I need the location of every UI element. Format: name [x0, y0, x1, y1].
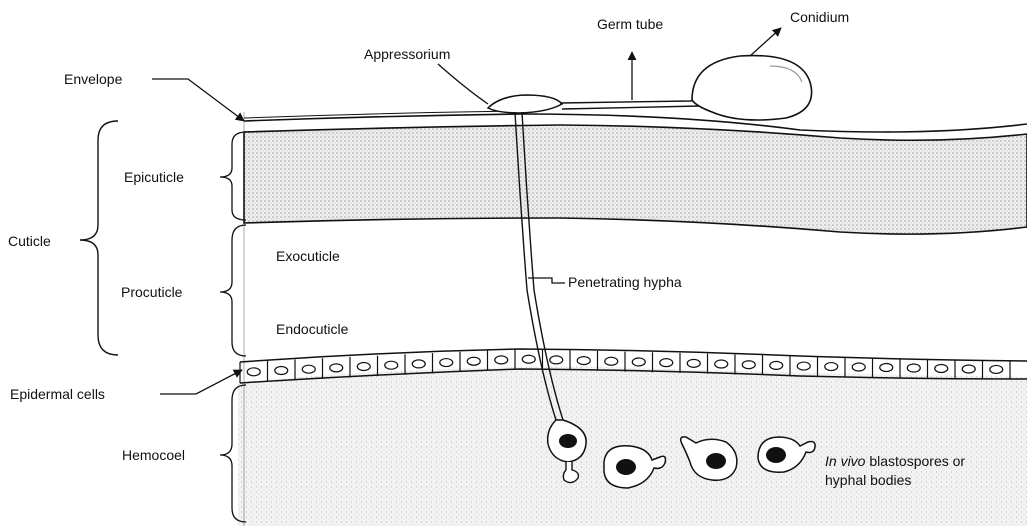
epidermal-cell-nucleus [825, 363, 838, 371]
epidermal-cell-nucleus [495, 356, 508, 364]
label-appressorium: Appressorium [364, 46, 450, 62]
epidermal-cell-nucleus [467, 357, 480, 365]
epidermal-cell-nucleus [330, 364, 343, 372]
label-blastospores-italic: In vivo [825, 453, 866, 469]
epidermal-cell-nucleus [632, 358, 645, 366]
epidermal-cell-nucleus [907, 364, 920, 372]
label-penetrating-hypha: Penetrating hypha [568, 274, 682, 290]
epicuticle-band [244, 125, 1027, 234]
epidermal-cell-nucleus [550, 356, 563, 364]
epidermal-cell-nucleus [715, 360, 728, 368]
conidium-arrow [750, 28, 781, 56]
epidermal-cell-nucleus [687, 359, 700, 367]
label-exocuticle: Exocuticle [276, 248, 340, 264]
epidermal-cell-nucleus [990, 365, 1003, 373]
epidermal-cell-nucleus [935, 364, 948, 372]
conidium-shape [692, 56, 812, 120]
epidermal-cell-nucleus [852, 363, 865, 371]
appressorium-shape [488, 95, 562, 113]
brace-procuticle [220, 225, 246, 356]
label-conidium: Conidium [790, 9, 849, 25]
label-cuticle: Cuticle [8, 233, 51, 249]
germ-tube-shape [560, 96, 700, 109]
label-blastospores: In vivo blastospores or [825, 453, 965, 469]
label-germ-tube: Germ tube [597, 16, 663, 32]
appressorium-leader [438, 64, 488, 104]
label-hyphal-bodies: hyphal bodies [825, 472, 911, 488]
epidermal-cell-nucleus [357, 363, 370, 371]
brace-cuticle [80, 121, 118, 355]
epidermal-cell-nucleus [742, 361, 755, 369]
epidermal-cell-nucleus [247, 368, 260, 376]
epidermal-cell-nucleus [522, 355, 535, 363]
label-hemocoel: Hemocoel [122, 447, 185, 463]
epidermal-cell-nucleus [275, 367, 288, 375]
epidermal-cell-nucleus [577, 357, 590, 365]
epidermal-cell-nucleus [962, 365, 975, 373]
epidermal-cell-nucleus [660, 359, 673, 367]
label-epicuticle: Epicuticle [124, 169, 184, 185]
envelope-arrow [152, 79, 244, 121]
epidermal-cell-nucleus [440, 359, 453, 367]
epidermal-cell-nucleus [880, 364, 893, 372]
epidermal-cell-nucleus [385, 361, 398, 369]
label-envelope: Envelope [64, 71, 123, 87]
label-blastospores-rest: blastospores or [865, 453, 965, 469]
epidermal-cell-nucleus [605, 357, 618, 365]
label-endocuticle: Endocuticle [276, 321, 349, 337]
epidermal-cell-nucleus [797, 362, 810, 370]
epidermal-cell-nucleus [412, 360, 425, 368]
epidermal-cell-nucleus [770, 361, 783, 369]
label-procuticle: Procuticle [121, 284, 183, 300]
epidermal-cell-nucleus [302, 365, 315, 373]
brace-epicuticle [220, 132, 246, 220]
epidermal-arrow [160, 370, 242, 394]
label-epidermal-cells: Epidermal cells [10, 386, 105, 402]
fungus-surface-structures [488, 56, 812, 120]
